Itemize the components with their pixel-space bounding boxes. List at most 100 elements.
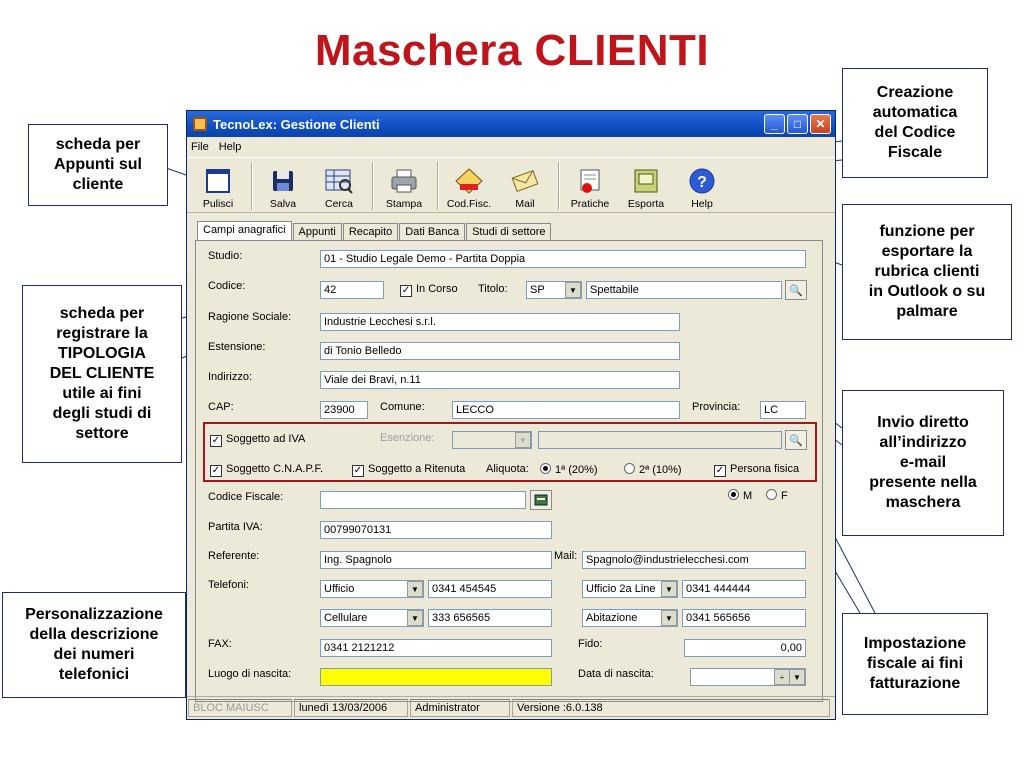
telefoni-label: Telefoni: xyxy=(208,579,249,591)
cap-field[interactable]: 23900 xyxy=(320,401,368,419)
chevron-down-icon[interactable]: ▼ xyxy=(661,581,677,597)
tel4-number-field[interactable]: 0341 565656 xyxy=(682,609,806,627)
app-icon xyxy=(193,117,207,131)
fido-label: Fido: xyxy=(578,638,603,650)
estensione-label: Estensione: xyxy=(208,341,266,353)
codice-field[interactable]: 42 xyxy=(320,281,384,299)
tab-strip: Campi anagrafici Appunti Recapito Dati B… xyxy=(197,221,552,242)
spin-icon[interactable]: ÷ xyxy=(774,669,790,685)
check-icon: ✓ xyxy=(714,465,726,477)
mail-field[interactable]: Spagnolo@industrielecchesi.com xyxy=(582,551,806,569)
studio-field[interactable]: 01 - Studio Legale Demo - Partita Doppia xyxy=(320,250,806,268)
tab-appunti[interactable]: Appunti xyxy=(292,223,342,242)
tab-dati-banca[interactable]: Dati Banca xyxy=(399,223,466,242)
aliquota-1-radio[interactable]: 1ª (20%) xyxy=(540,463,598,476)
tel3-type-select[interactable]: Cellulare xyxy=(320,609,424,627)
mail-label: Mail: xyxy=(554,550,578,562)
close-button[interactable]: ✕ xyxy=(810,114,831,134)
titolo-desc-field[interactable]: Spettabile xyxy=(586,281,782,299)
help-button[interactable]: ? Help xyxy=(675,167,729,212)
chevron-down-icon[interactable]: ▼ xyxy=(407,581,423,597)
window-title: TecnoLex: Gestione Clienti xyxy=(213,116,380,132)
floppy-disk-icon xyxy=(268,167,298,195)
pratiche-icon xyxy=(575,167,605,195)
ritenuta-checkbox[interactable]: ✓Soggetto a Ritenuta xyxy=(352,463,466,477)
tel1-type-select[interactable]: Ufficio xyxy=(320,580,424,598)
chevron-down-icon[interactable]: ▼ xyxy=(789,669,805,685)
cnapf-checkbox[interactable]: ✓Soggetto C.N.A.P.F. xyxy=(210,463,324,477)
menu-help[interactable]: Help xyxy=(218,141,242,153)
esenzione-desc-field xyxy=(538,431,782,449)
mail-button[interactable]: Mail xyxy=(498,167,552,212)
soggetto-iva-checkbox[interactable]: ✓Soggetto ad IVA xyxy=(210,433,306,447)
fax-label: FAX: xyxy=(208,638,232,650)
svg-text:?: ? xyxy=(697,174,707,191)
tel4-type-select[interactable]: Abitazione xyxy=(582,609,678,627)
envelope-icon xyxy=(510,167,540,195)
radio-icon xyxy=(624,463,635,474)
codfisc-card-icon[interactable] xyxy=(530,490,552,510)
comune-field[interactable]: LECCO xyxy=(452,401,680,419)
partita-iva-field[interactable]: 00799070131 xyxy=(320,521,552,539)
data-nascita-label: Data di nascita: xyxy=(578,668,654,680)
status-version: Versione :6.0.138 xyxy=(512,699,830,717)
cerca-button[interactable]: Cerca xyxy=(312,167,366,212)
export-icon xyxy=(631,167,661,195)
menu-bar: File Help xyxy=(187,137,835,157)
menu-file[interactable]: File xyxy=(191,141,209,153)
codice-fiscale-label: Codice Fiscale: xyxy=(208,491,284,503)
tab-studi-di-settore[interactable]: Studi di settore xyxy=(466,223,552,242)
ragione-sociale-label: Ragione Sociale: xyxy=(208,311,292,323)
in-corso-checkbox[interactable]: ✓In Corso xyxy=(400,283,458,297)
chevron-down-icon[interactable]: ▼ xyxy=(407,610,423,626)
sex-m-radio[interactable]: M xyxy=(728,489,752,502)
radio-selected-icon xyxy=(540,463,551,474)
fax-field[interactable]: 0341 2121212 xyxy=(320,639,552,657)
binoculars-search-button[interactable]: 🔍 xyxy=(785,280,807,300)
chevron-down-icon[interactable]: ▼ xyxy=(661,610,677,626)
luogo-nascita-field[interactable] xyxy=(320,668,552,686)
titolo-label: Titolo: xyxy=(478,283,508,295)
tel2-type-select[interactable]: Ufficio 2a Line xyxy=(582,580,678,598)
tab-campi-anagrafici[interactable]: Campi anagrafici xyxy=(197,221,292,242)
check-icon: ✓ xyxy=(210,465,222,477)
status-date: lunedì 13/03/2006 xyxy=(294,699,408,717)
ragione-sociale-field[interactable]: Industrie Lecchesi s.r.l. xyxy=(320,313,680,331)
app-window: TecnoLex: Gestione Clienti _ □ ✕ File He… xyxy=(186,110,836,720)
estensione-field[interactable]: di Tonio Belledo xyxy=(320,342,680,360)
referente-field[interactable]: Ing. Spagnolo xyxy=(320,551,552,569)
pulisci-button[interactable]: Pulisci xyxy=(191,167,245,212)
esporta-button[interactable]: Esporta xyxy=(619,167,673,212)
provincia-field[interactable]: LC xyxy=(760,401,806,419)
partita-iva-label: Partita IVA: xyxy=(208,521,263,533)
sex-f-radio[interactable]: F xyxy=(766,489,788,502)
fido-field[interactable]: 0,00 xyxy=(684,639,806,657)
persona-fisica-checkbox[interactable]: ✓Persona fisica xyxy=(714,463,800,477)
slide-title: Maschera CLIENTI xyxy=(314,26,710,75)
maximize-button[interactable]: □ xyxy=(787,114,808,134)
codfisc-button[interactable]: Cod.Fisc. xyxy=(442,167,496,212)
indirizzo-field[interactable]: Viale dei Bravi, n.11 xyxy=(320,371,680,389)
referente-label: Referente: xyxy=(208,550,260,562)
form-panel: Studio: 01 - Studio Legale Demo - Partit… xyxy=(195,240,823,702)
tel2-number-field[interactable]: 0341 444444 xyxy=(682,580,806,598)
tel3-number-field[interactable]: 333 656565 xyxy=(428,609,552,627)
minimize-button[interactable]: _ xyxy=(764,114,785,134)
chevron-down-icon[interactable]: ▼ xyxy=(565,282,581,298)
radio-icon xyxy=(766,489,777,500)
tab-recapito[interactable]: Recapito xyxy=(342,223,399,242)
aliquota-2-radio[interactable]: 2ª (10%) xyxy=(624,463,682,476)
stampa-button[interactable]: Stampa xyxy=(377,167,431,212)
window-titlebar[interactable]: TecnoLex: Gestione Clienti _ □ ✕ xyxy=(187,111,835,137)
pratiche-button[interactable]: Pratiche xyxy=(563,167,617,212)
studio-label: Studio: xyxy=(208,250,243,262)
tel1-number-field[interactable]: 0341 454545 xyxy=(428,580,552,598)
codice-fiscale-field[interactable] xyxy=(320,491,526,509)
salva-button[interactable]: Salva xyxy=(256,167,310,212)
